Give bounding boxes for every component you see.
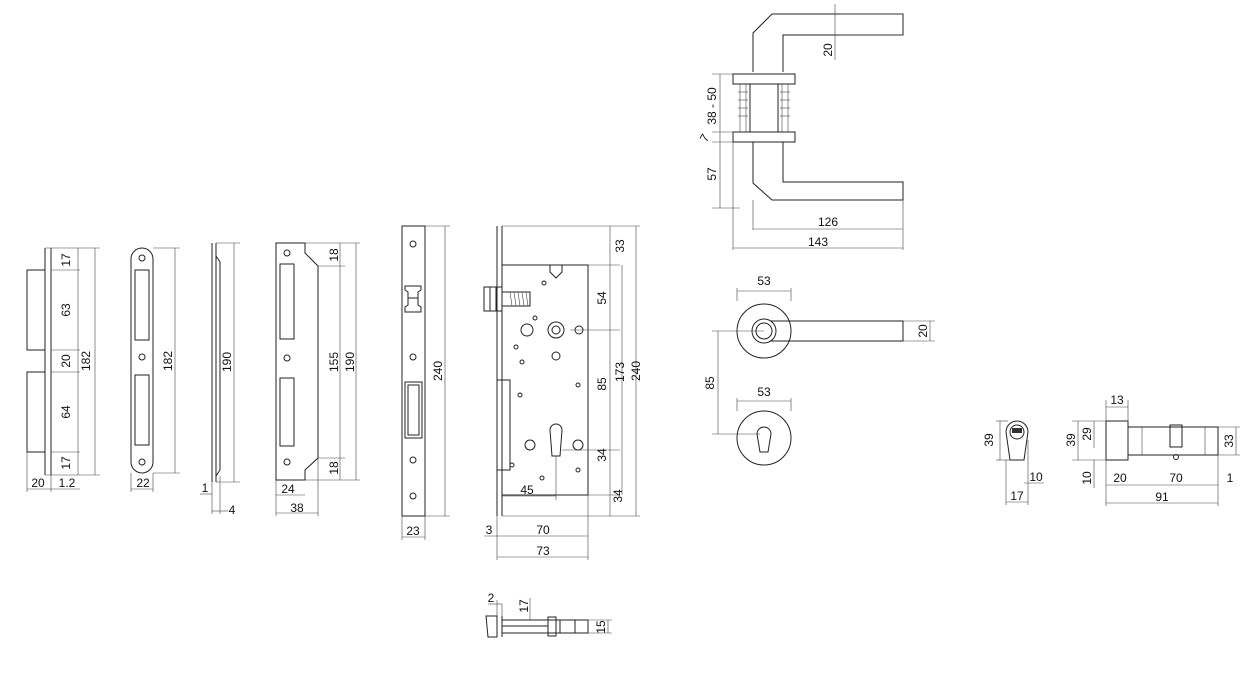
dim-190: 190 xyxy=(220,352,234,372)
strike-plate-a: 17 63 20 182 64 17 20 1.2 xyxy=(26,247,100,492)
dim-190: 190 xyxy=(343,352,357,372)
dim-53-top: 53 xyxy=(757,274,771,288)
dim-33: 33 xyxy=(613,239,627,253)
dim-20-width: 20 xyxy=(31,476,45,490)
lock-bottom-view: 2 17 15 xyxy=(485,591,612,638)
dim-22: 22 xyxy=(136,476,150,490)
dim-240: 240 xyxy=(431,361,445,381)
dim-155: 155 xyxy=(327,352,341,372)
dim-1: 1 xyxy=(202,481,209,495)
dim-23: 23 xyxy=(406,524,420,538)
dim-1: 1 xyxy=(1227,471,1234,485)
dim-10: 10 xyxy=(1080,471,1094,485)
strike-plate-c: 18 155 190 18 24 38 xyxy=(275,242,360,516)
dim-143: 143 xyxy=(808,235,828,249)
dim-85: 85 xyxy=(703,376,717,390)
dim-18-top: 18 xyxy=(327,248,341,262)
dim-34-outer: 34 xyxy=(611,489,625,503)
dim-240: 240 xyxy=(629,361,643,381)
strike-plate-b: 182 22 xyxy=(130,247,180,492)
dim-20: 20 xyxy=(59,354,73,368)
dim-70: 70 xyxy=(1169,471,1183,485)
dim-45: 45 xyxy=(520,483,534,497)
dim-20: 20 xyxy=(916,324,930,338)
dim-20: 20 xyxy=(821,43,835,57)
dim-29: 29 xyxy=(1080,427,1094,441)
dim-17-bottom: 17 xyxy=(59,456,73,470)
dim-53-bottom: 53 xyxy=(757,385,771,399)
dim-85: 85 xyxy=(595,377,609,391)
dim-38: 38 xyxy=(290,501,304,515)
faceplate-side-view: 190 1 4 xyxy=(200,242,240,517)
dim-54: 54 xyxy=(595,291,609,305)
dim-7: 7 xyxy=(697,131,713,144)
dim-15: 15 xyxy=(594,620,608,634)
dim-2: 2 xyxy=(488,591,495,605)
lock-body: 33 54 85 173 240 34 34 45 3 70 73 xyxy=(483,225,643,560)
dim-126: 126 xyxy=(818,215,838,229)
dim-3: 3 xyxy=(486,523,493,537)
lock-front-view: 240 23 xyxy=(401,225,450,540)
dim-73: 73 xyxy=(536,544,550,558)
dim-70: 70 xyxy=(536,523,550,537)
dim-24: 24 xyxy=(281,482,295,496)
dim-39: 39 xyxy=(1064,433,1078,447)
dim-63: 63 xyxy=(59,303,73,317)
dim-4: 4 xyxy=(229,503,236,517)
handle-front-view: 53 20 85 53 xyxy=(703,274,935,466)
dim-13: 13 xyxy=(1110,393,1124,407)
dim-38-50: 38 - 50 xyxy=(705,87,719,125)
cylinder-end-view: 39 10 17 xyxy=(982,420,1044,505)
dim-1-2: 1.2 xyxy=(59,476,76,490)
dim-17-top: 17 xyxy=(59,253,73,267)
dim-57: 57 xyxy=(705,167,719,181)
dim-91: 91 xyxy=(1155,490,1169,504)
dim-182: 182 xyxy=(79,351,93,371)
dim-17: 17 xyxy=(517,599,531,613)
dim-20: 20 xyxy=(1113,471,1127,485)
dim-33: 33 xyxy=(1222,434,1236,448)
dim-64: 64 xyxy=(59,405,73,419)
dim-182: 182 xyxy=(161,351,175,371)
cylinder-side-view: 13 39 29 33 10 20 70 1 91 xyxy=(1064,393,1240,506)
dim-173: 173 xyxy=(613,362,627,382)
dim-17: 17 xyxy=(1010,489,1024,503)
dim-10: 10 xyxy=(1029,470,1043,484)
dim-39: 39 xyxy=(982,433,996,447)
dim-18-bottom: 18 xyxy=(327,461,341,475)
handle-side-view: 20 38 - 50 7 57 126 143 xyxy=(697,4,904,250)
dim-34-inner: 34 xyxy=(595,448,609,462)
